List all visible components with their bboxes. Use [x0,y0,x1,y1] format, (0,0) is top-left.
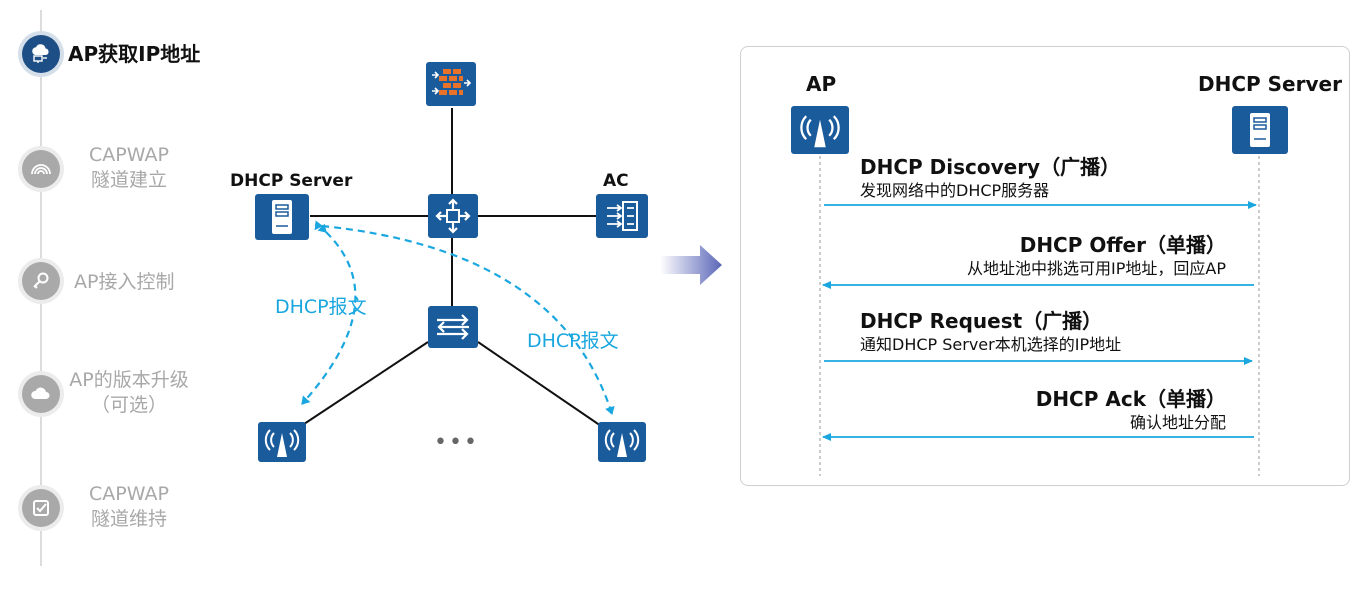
flow-transition-arrow [660,245,722,285]
router-device[interactable] [428,194,478,238]
router-arrows-icon [435,198,471,234]
msg-request-title: DHCP Request（广播） [860,309,1103,333]
msg-discovery-desc: 发现网络中的DHCP服务器 [860,181,1050,200]
checkbox-icon [33,500,49,516]
server-icon [1250,113,1270,147]
key-icon [33,272,49,289]
step-icon-capwap-establish[interactable] [22,150,60,188]
msg-discovery-title: DHCP Discovery（广播） [860,155,1121,179]
msg-ack-desc: 确认地址分配 [1129,413,1226,432]
dhcp-flow-right [314,220,615,415]
ap-device-left[interactable] [258,422,306,462]
step-label-ap-access[interactable]: AP接入控制 [74,271,175,293]
cloud-upload-icon [31,387,50,399]
dhcp-server-label: DHCP Server [230,171,353,191]
cloud-monitor-icon [32,44,49,63]
access-point-icon [264,429,300,457]
sequence-server-device[interactable] [1232,106,1288,154]
dhcp-message-left-label: DHCP报文 [275,296,367,318]
step-icon-capwap-maintain[interactable] [22,489,60,527]
step-label-capwap-establish[interactable]: CAPWAP 隧道建立 [89,144,169,191]
step-label-ap-upgrade[interactable]: AP的版本升级 （可选） [69,369,189,416]
msg-request-desc: 通知DHCP Server本机选择的IP地址 [860,335,1122,354]
dhcp-server-device[interactable] [255,194,309,240]
switch-icon [437,314,469,340]
switch-device[interactable] [428,306,478,348]
step-icon-ap-upgrade[interactable] [22,375,60,413]
access-point-icon [604,429,640,457]
step-icon-ap-get-ip[interactable] [22,35,60,73]
firewall-icon [432,69,472,95]
ac-controller-icon [607,201,638,231]
sequence-server-label: DHCP Server [1198,72,1342,96]
firewall-device[interactable] [426,62,476,106]
step-label-ap-get-ip[interactable]: AP获取IP地址 [68,42,201,66]
msg-ack-title: DHCP Ack（单播） [1035,387,1226,411]
ac-label: AC [603,171,629,191]
msg-offer-desc: 从地址池中挑选可用IP地址，回应AP [967,259,1226,278]
step-icon-ap-access[interactable] [22,262,60,300]
step-label-capwap-maintain[interactable]: CAPWAP 隧道维持 [89,483,169,530]
server-icon [272,200,292,234]
more-aps-ellipsis: ••• [434,430,479,455]
ap-device-right[interactable] [598,422,646,462]
ac-device[interactable] [596,194,648,238]
rainbow-icon [31,164,51,175]
sequence-ap-label: AP [806,72,837,96]
msg-offer-title: DHCP Offer（单播） [1019,233,1226,257]
dhcp-message-right-label: DHCP报文 [527,330,619,352]
sequence-ap-device[interactable] [791,106,849,154]
access-point-icon [800,115,840,148]
